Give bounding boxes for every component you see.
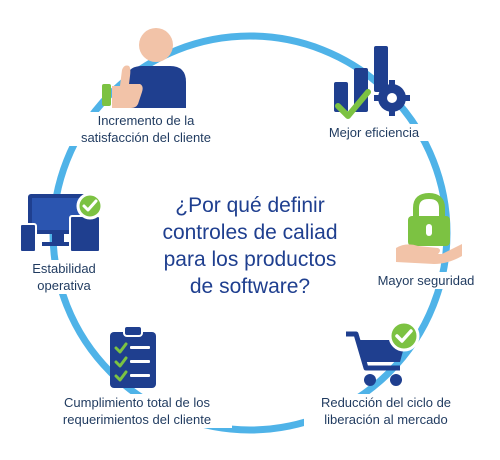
node-label-security: Mayor seguridad — [364, 272, 488, 289]
label-line: operativa — [37, 278, 91, 293]
label-line: satisfacción del cliente — [80, 130, 212, 145]
devices-check-icon — [19, 192, 104, 253]
label-line: requerimientos del cliente — [62, 412, 212, 427]
bar-chart-gear-icon — [334, 46, 410, 119]
center-line: para los productos — [163, 248, 337, 271]
label-line: Estabilidad — [32, 261, 96, 276]
node-label-requirements: Cumplimiento total de los requerimientos… — [42, 394, 232, 428]
center-line: de software? — [189, 275, 311, 298]
thumbs-up-person-icon — [102, 28, 186, 108]
node-label-stability: Estabilidad operativa — [14, 260, 114, 294]
center-line: controles de caliad — [162, 221, 338, 244]
label-line: Mejor eficiencia — [328, 125, 420, 140]
checklist-clipboard-icon — [110, 326, 156, 388]
label-line: Incremento de la — [97, 113, 195, 128]
label-line: Cumplimiento total de los — [64, 395, 210, 410]
shopping-cart-check-icon — [346, 320, 420, 386]
label-line: liberación al mercado — [324, 412, 448, 427]
center-line: ¿Por qué definir — [175, 194, 325, 217]
center-question: ¿Por qué definir controles de caliad par… — [130, 192, 370, 300]
label-line: Mayor seguridad — [377, 273, 475, 288]
padlock-hand-icon — [396, 192, 462, 264]
node-label-release: Reducción del ciclo de liberación al mer… — [304, 394, 468, 428]
node-label-efficiency: Mejor eficiencia — [312, 124, 436, 141]
node-label-satisfaction: Incremento de la satisfacción del client… — [64, 112, 228, 146]
label-line: Reducción del ciclo de — [320, 395, 452, 410]
